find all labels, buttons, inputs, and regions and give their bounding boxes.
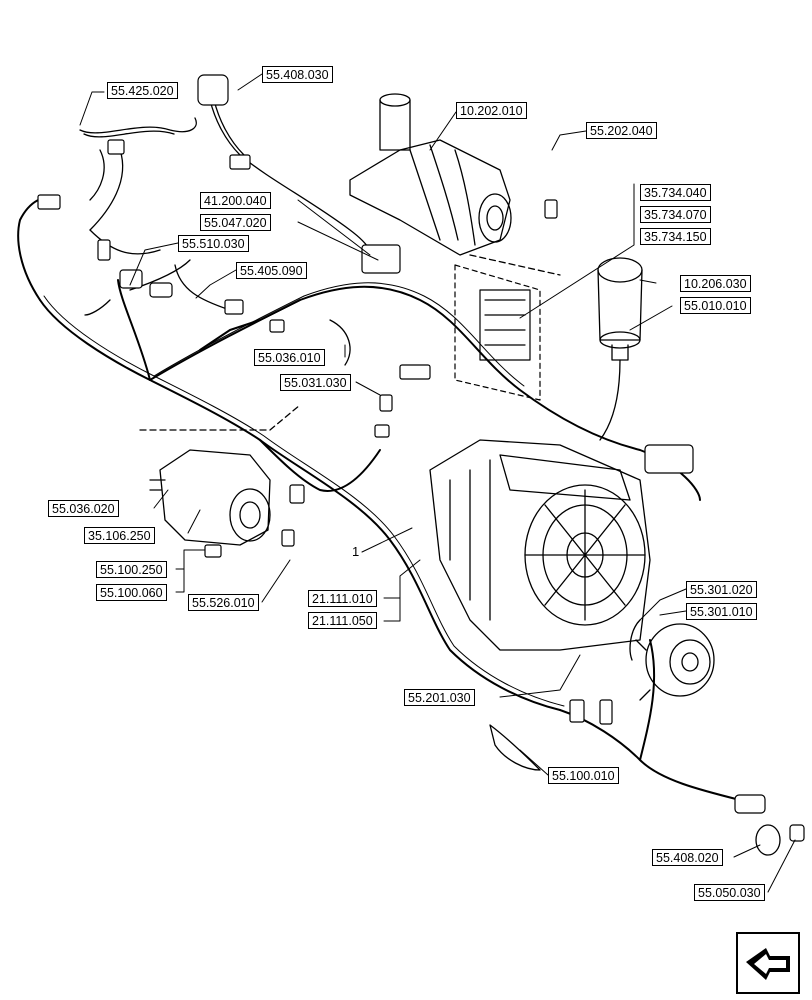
- callout-number: 1: [352, 544, 360, 559]
- ref-55-510-030[interactable]: 55.510.030: [178, 235, 249, 252]
- hydraulic-pump: [139, 404, 301, 546]
- ref-55-036-010[interactable]: 55.036.010: [254, 349, 325, 366]
- ref-55-100-250[interactable]: 55.100.250: [96, 561, 167, 578]
- ref-55-100-060[interactable]: 55.100.060: [96, 584, 167, 601]
- ref-55-526-010[interactable]: 55.526.010: [188, 594, 259, 611]
- upper-left-branch: [79, 99, 373, 366]
- bottom-components: [489, 619, 781, 856]
- leader-lines: [79, 73, 796, 893]
- fuel-filter: [597, 257, 643, 441]
- ref-55-202-040[interactable]: 55.202.040: [586, 122, 657, 139]
- ref-55-408-030[interactable]: 55.408.030: [262, 66, 333, 83]
- main-harness: [17, 196, 741, 801]
- ref-55-301-020[interactable]: 55.301.020: [686, 581, 757, 598]
- ref-10-202-010[interactable]: 10.202.010: [456, 102, 527, 119]
- arrow-icon: [736, 932, 800, 994]
- connectors: [37, 74, 805, 842]
- ref-55-301-010[interactable]: 55.301.010: [686, 603, 757, 620]
- ref-55-047-020[interactable]: 55.047.020: [200, 214, 271, 231]
- ref-55-425-020[interactable]: 55.425.020: [107, 82, 178, 99]
- ref-55-031-030[interactable]: 55.031.030: [280, 374, 351, 391]
- air-cleaner: [349, 93, 561, 276]
- alternator: [635, 623, 715, 701]
- ref-55-100-010[interactable]: 55.100.010: [548, 767, 619, 784]
- ref-35-106-250[interactable]: 35.106.250: [84, 527, 155, 544]
- ref-55-405-090[interactable]: 55.405.090: [236, 262, 307, 279]
- next-page-button[interactable]: [736, 932, 800, 994]
- ref-35-734-070[interactable]: 35.734.070: [640, 206, 711, 223]
- ref-35-734-040[interactable]: 35.734.040: [640, 184, 711, 201]
- valve-block: [454, 264, 541, 401]
- ref-35-734-150[interactable]: 35.734.150: [640, 228, 711, 245]
- ref-21-111-010[interactable]: 21.111.010: [308, 590, 377, 607]
- transmission: [429, 439, 651, 651]
- ref-55-036-020[interactable]: 55.036.020: [48, 500, 119, 517]
- ref-41-200-040[interactable]: 41.200.040: [200, 192, 271, 209]
- ref-21-111-050[interactable]: 21.111.050: [308, 612, 377, 629]
- ref-55-408-020[interactable]: 55.408.020: [652, 849, 723, 866]
- ref-10-206-030[interactable]: 10.206.030: [680, 275, 751, 292]
- ref-55-010-010[interactable]: 55.010.010: [680, 297, 751, 314]
- ref-55-050-030[interactable]: 55.050.030: [694, 884, 765, 901]
- ref-55-201-030[interactable]: 55.201.030: [404, 689, 475, 706]
